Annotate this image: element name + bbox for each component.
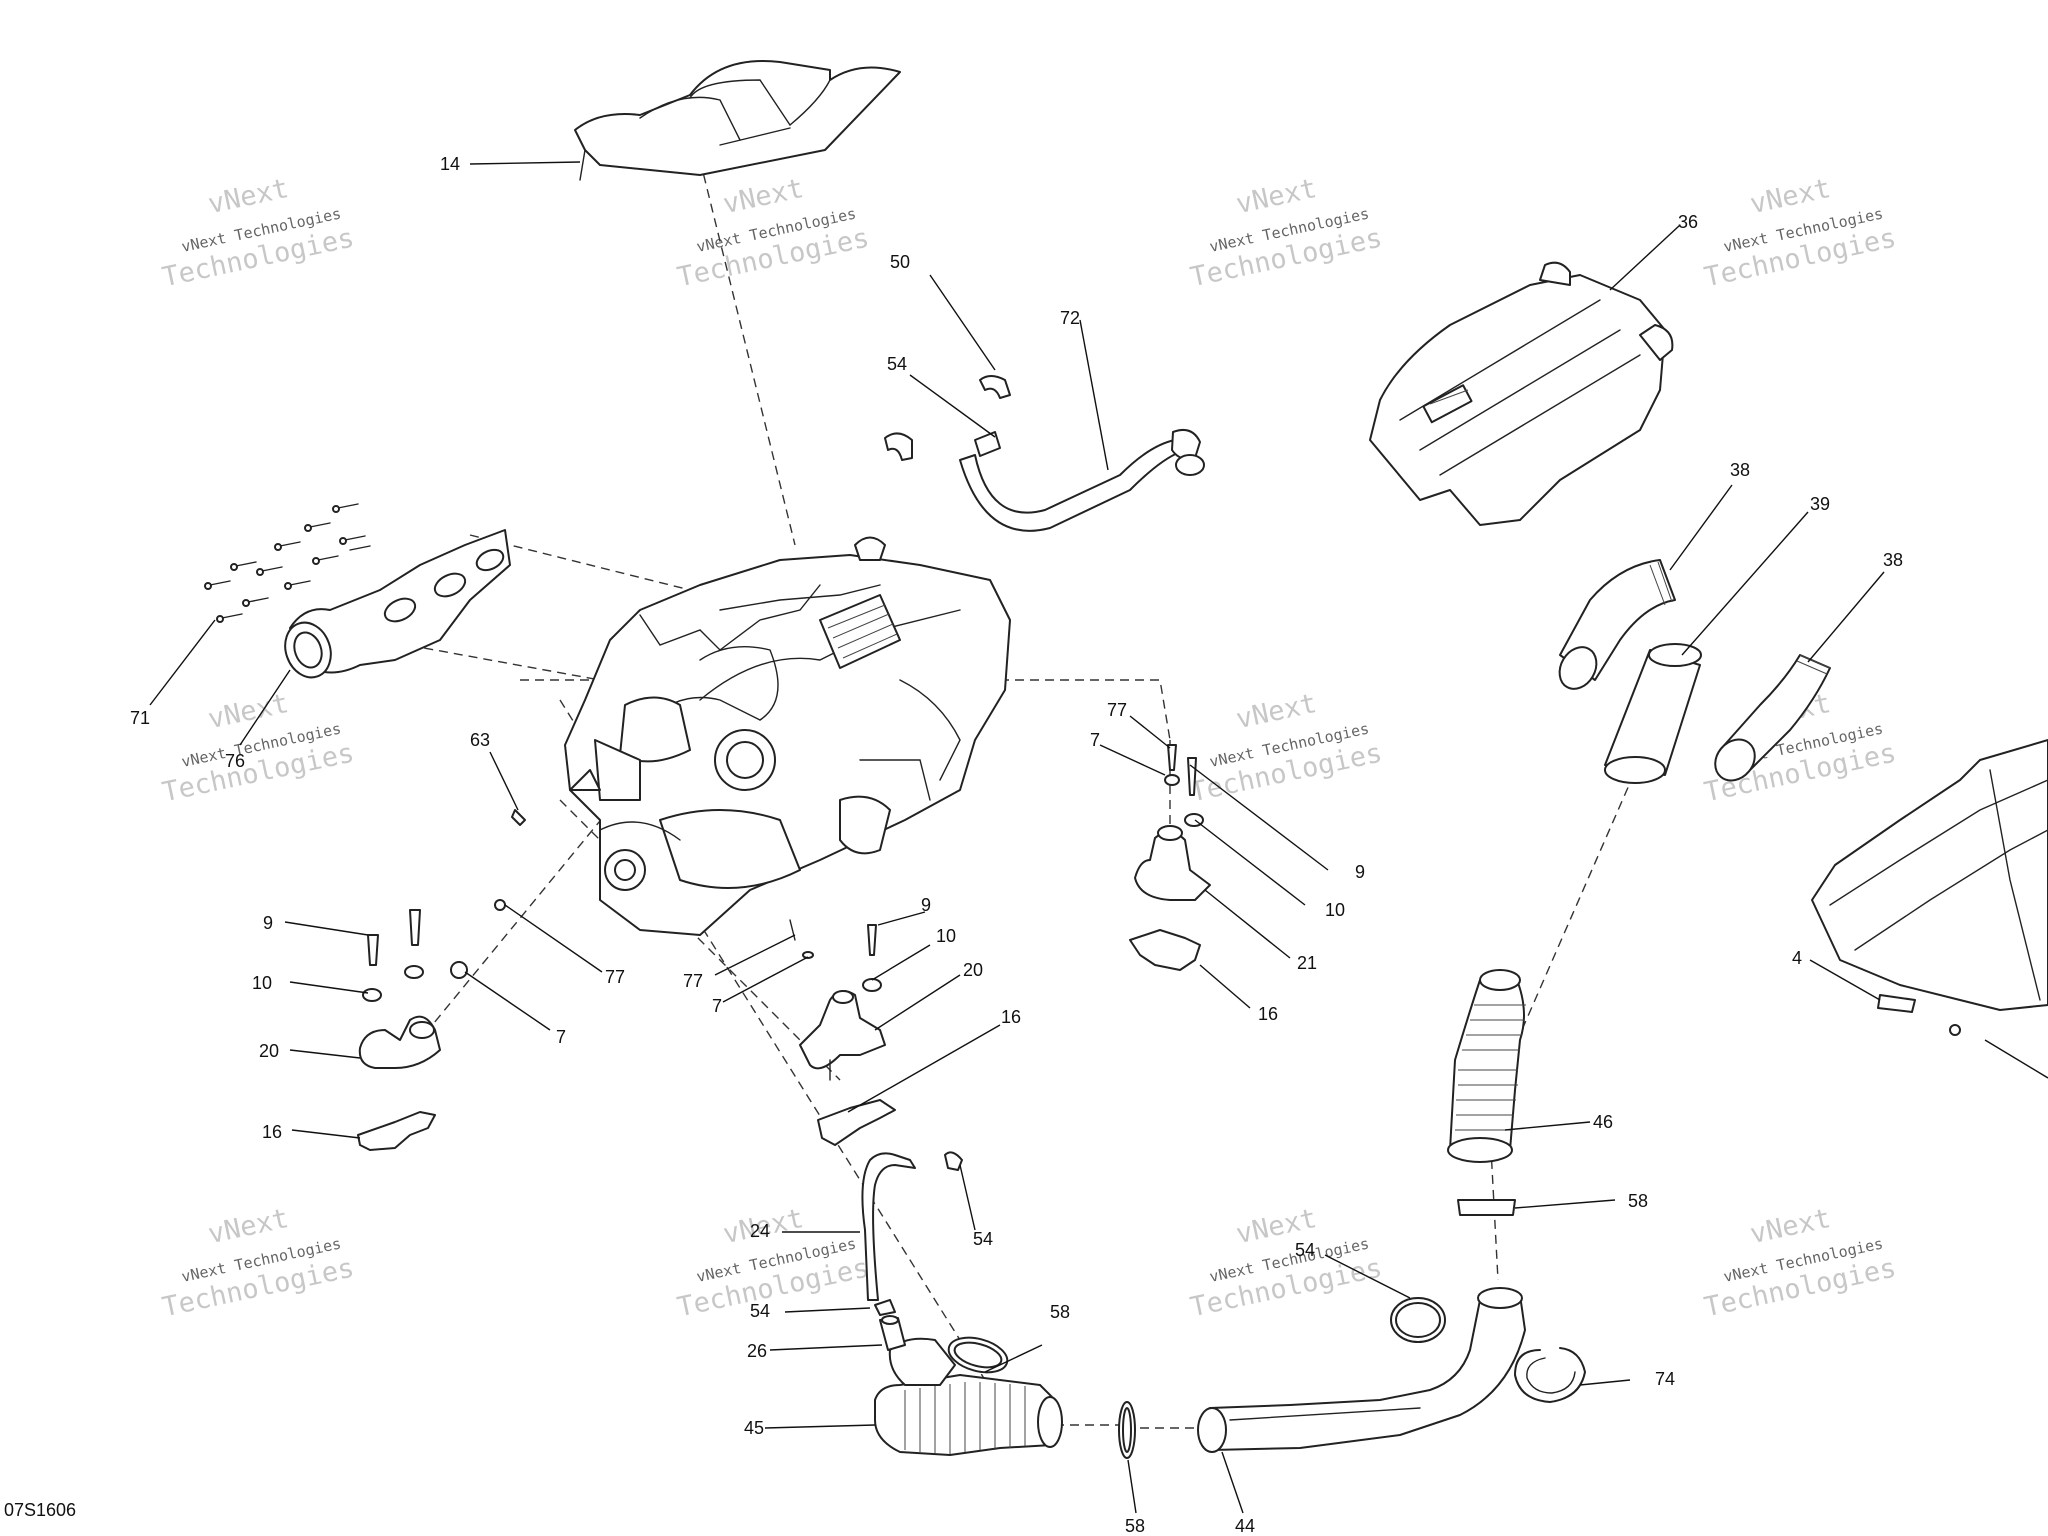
assembly-line <box>559 699 986 1381</box>
callout-26: 26 <box>747 1341 767 1361</box>
watermark: vNext vNext Technologies Technologies <box>675 173 872 293</box>
diagram-id: 07S1606 <box>4 1500 76 1520</box>
watermark: vNext vNext Technologies Technologies <box>1188 1203 1385 1323</box>
watermark: vNext vNext Technologies Technologies <box>1188 173 1385 293</box>
watermark: vNext vNext Technologies Technologies <box>160 688 357 808</box>
callout-45: 45 <box>744 1418 764 1438</box>
clamp-54-ring <box>1390 1297 1446 1343</box>
watermark: vNext vNext Technologies Technologies <box>160 173 357 293</box>
callout-46: 46 <box>1593 1112 1613 1132</box>
callout-38: 38 <box>1730 460 1750 480</box>
air-box-cover <box>1369 261 1674 526</box>
callout-20: 20 <box>259 1041 279 1061</box>
callout-54: 54 <box>750 1301 770 1321</box>
callout-77: 77 <box>683 971 703 991</box>
engine-mount-center <box>799 990 886 1081</box>
callout-36: 36 <box>1678 212 1698 232</box>
callout-58: 58 <box>1050 1302 1070 1322</box>
center-fasteners <box>789 919 882 992</box>
callout-58: 58 <box>1125 1516 1145 1536</box>
svg-text:vNext: vNext <box>205 173 291 220</box>
air-box-base <box>1811 739 2048 1036</box>
heat-shield-plate-left <box>357 1111 436 1151</box>
engine-block <box>564 536 1011 936</box>
vent-hose <box>884 375 1205 532</box>
clamp-58-lower <box>1118 1401 1136 1459</box>
callout-7: 7 <box>1090 730 1100 750</box>
fitting-26 <box>879 1315 906 1351</box>
watermark: vNext vNext Technologies Technologies <box>1188 688 1385 808</box>
clamp-58-upper <box>947 1336 1009 1374</box>
callout-9: 9 <box>921 895 931 915</box>
engine-mount-left <box>358 1015 441 1069</box>
leader-lines <box>149 161 2048 1514</box>
svg-text:vNext: vNext <box>1233 173 1319 220</box>
callout-72: 72 <box>1060 308 1080 328</box>
callout-9: 9 <box>1355 862 1365 882</box>
assembly-line <box>699 159 796 546</box>
callout-16: 16 <box>262 1122 282 1142</box>
svg-text:vNext: vNext <box>720 173 806 220</box>
callout-71: 71 <box>130 708 150 728</box>
callout-77: 77 <box>605 967 625 987</box>
callouts: 14 36 50 72 54 38 39 38 71 76 63 77 7 9 … <box>4 154 1903 1536</box>
engine-mount-right <box>1134 825 1211 901</box>
callout-44: 44 <box>1235 1516 1255 1536</box>
callout-38: 38 <box>1883 550 1903 570</box>
right-fasteners <box>1164 744 1204 827</box>
callout-16: 16 <box>1001 1007 1021 1027</box>
watermark: vNext vNext Technologies Technologies <box>160 1203 357 1323</box>
callout-58: 58 <box>1628 1191 1648 1211</box>
callout-54: 54 <box>1295 1240 1315 1260</box>
callout-74: 74 <box>1655 1369 1675 1389</box>
screw-63 <box>511 809 526 826</box>
callout-39: 39 <box>1810 494 1830 514</box>
intake-tube-39 <box>1604 643 1702 784</box>
svg-text:vNext: vNext <box>1747 1203 1833 1250</box>
callout-77: 77 <box>1107 700 1127 720</box>
svg-text:vNext: vNext <box>1233 688 1319 735</box>
callout-14: 14 <box>440 154 460 174</box>
washer-10-left <box>362 965 424 1002</box>
small-hose-24 <box>861 1152 916 1301</box>
bellows-duct-45 <box>874 1374 1063 1456</box>
svg-text:vNext: vNext <box>205 1203 291 1250</box>
callout-20: 20 <box>963 960 983 980</box>
intake-manifold <box>284 529 511 679</box>
watermark: vNext vNext Technologies Technologies <box>1702 173 1899 293</box>
engine-cover <box>574 60 901 181</box>
svg-text:vNext: vNext <box>205 688 291 735</box>
callout-50: 50 <box>890 252 910 272</box>
callout-76: 76 <box>225 751 245 771</box>
callout-21: 21 <box>1297 953 1317 973</box>
heat-shield-plate-right <box>1129 929 1201 971</box>
callout-7: 7 <box>712 996 722 1016</box>
clamp-54-small <box>874 1151 963 1316</box>
clamp-58-duct <box>1457 1199 1516 1216</box>
manifold-bolts <box>204 503 371 623</box>
air-duct-bellows <box>1447 969 1526 1163</box>
bolts-9-left <box>367 899 506 979</box>
svg-text:vNext: vNext <box>1747 173 1833 220</box>
callout-16: 16 <box>1258 1004 1278 1024</box>
callout-10: 10 <box>1325 900 1345 920</box>
callout-7: 7 <box>556 1027 566 1047</box>
ring-74 <box>1514 1347 1586 1403</box>
callout-4: 4 <box>1792 948 1802 968</box>
callout-63: 63 <box>470 730 490 750</box>
callout-10: 10 <box>252 973 272 993</box>
intake-duct-long <box>1197 1287 1526 1453</box>
intake-tube-38-right <box>1714 654 1831 782</box>
callout-24: 24 <box>750 1221 770 1241</box>
callout-54: 54 <box>887 354 907 374</box>
watermark: vNext vNext Technologies Technologies <box>1702 1203 1899 1323</box>
intake-tube-38-left <box>1558 559 1676 690</box>
callout-10: 10 <box>936 926 956 946</box>
callout-54: 54 <box>973 1229 993 1249</box>
callout-9: 9 <box>263 913 273 933</box>
